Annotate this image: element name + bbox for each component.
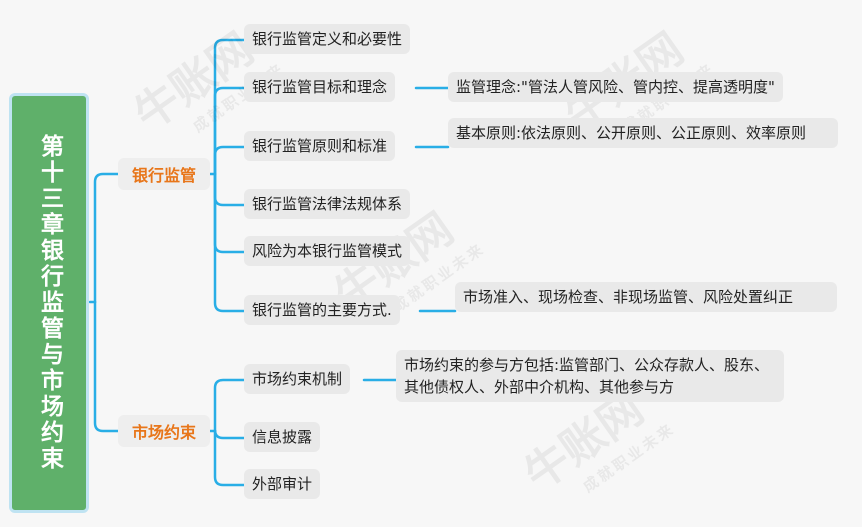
root-topic[interactable]: 第十三章银行监管与市场约束 (9, 93, 89, 513)
branch1-link-link-5 (213, 172, 246, 313)
topic-external-audit[interactable]: 外部审计 (244, 469, 321, 499)
branch2-link-link-1 (213, 429, 246, 440)
branch2-link-link-0 (213, 378, 246, 433)
topic-legal-framework[interactable]: 银行监管法律法规体系 (244, 189, 411, 219)
detail-principles[interactable]: 基本原则:依法原则、公开原则、公正原则、效率原则 (448, 118, 838, 148)
topic-principles-standards[interactable]: 银行监管原则和标准 (244, 131, 396, 161)
branch1-link-link-1 (213, 86, 246, 176)
topic-risk-based-model[interactable]: 风险为本银行监管模式 (244, 236, 411, 266)
root-link-link-1 (93, 300, 120, 433)
topic-information-disclosure[interactable]: 信息披露 (244, 422, 321, 452)
root-link-link-0 (93, 172, 120, 304)
branch1-link-link-4 (213, 172, 246, 254)
detail-market-participants[interactable]: 市场约束的参与方包括:监管部门、公众存款人、股东、其他债权人、外部中介机构、其他… (396, 350, 784, 402)
branch1-link-link-0 (213, 38, 246, 176)
branch-bank-supervision[interactable]: 银行监管 (118, 158, 210, 190)
topic-definition-necessity[interactable]: 银行监管定义和必要性 (244, 24, 411, 54)
root-title: 第十三章银行监管与市场约束 (36, 134, 63, 472)
branch1-link-link-3 (213, 172, 246, 207)
branch-market-discipline[interactable]: 市场约束 (118, 415, 210, 447)
branch2-link-link-2 (213, 429, 246, 487)
branch1-link-link-2 (213, 145, 246, 176)
detail-philosophy[interactable]: 监管理念:"管法人管风险、管内控、提高透明度" (448, 72, 783, 102)
detail-main-methods[interactable]: 市场准入、现场检查、非现场监管、风险处置纠正 (455, 282, 837, 312)
topic-market-mechanism[interactable]: 市场约束机制 (244, 364, 351, 394)
topic-goals-philosophy[interactable]: 银行监管目标和理念 (244, 72, 396, 102)
topic-main-methods[interactable]: 银行监管的主要方式. (244, 295, 400, 325)
